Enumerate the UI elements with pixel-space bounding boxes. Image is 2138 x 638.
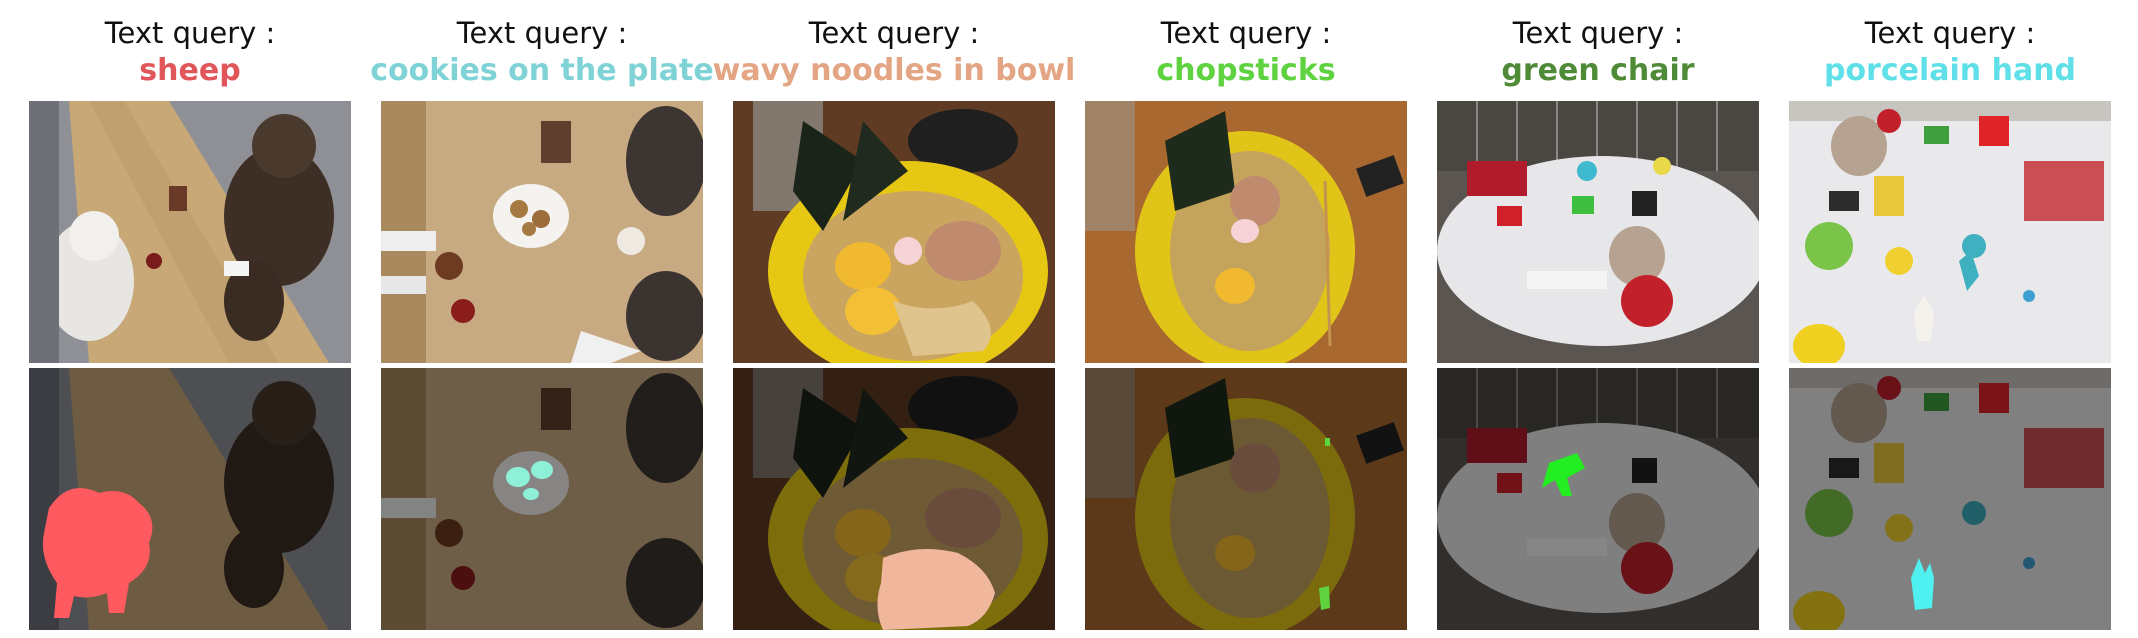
text-query-value: porcelain hand bbox=[1823, 53, 2077, 88]
column-header: Text query : green chair bbox=[1397, 14, 1799, 90]
column-header: Text query : wavy noodles in bowl bbox=[693, 14, 1095, 90]
input-image-noodles bbox=[733, 101, 1055, 363]
output-mask-noodles bbox=[733, 368, 1055, 630]
input-image-green-chair bbox=[1437, 101, 1759, 363]
text-query-label: Text query : bbox=[808, 16, 980, 50]
text-query-label: Text query : bbox=[1160, 16, 1332, 50]
column-header: Text query : chopsticks bbox=[1045, 14, 1447, 90]
input-image-porcelain-hand bbox=[1789, 101, 2111, 363]
column-header: Text query : cookies on the plate bbox=[341, 14, 743, 90]
input-image-chopsticks bbox=[1085, 101, 1407, 363]
input-image-cookies bbox=[381, 101, 703, 363]
output-mask-porcelain-hand bbox=[1789, 368, 2111, 630]
text-query-value: wavy noodles in bowl bbox=[712, 53, 1076, 88]
column-header: Text query : porcelain hand bbox=[1749, 14, 2138, 90]
output-mask-sheep bbox=[29, 368, 351, 630]
output-mask-green-chair bbox=[1437, 368, 1759, 630]
text-query-label: Text query : bbox=[456, 16, 628, 50]
column-header: Text query : sheep bbox=[0, 14, 391, 90]
text-query-label: Text query : bbox=[1512, 16, 1684, 50]
text-query-value: cookies on the plate bbox=[370, 53, 714, 88]
text-query-label: Text query : bbox=[1864, 16, 2036, 50]
text-query-value: green chair bbox=[1501, 53, 1695, 88]
text-query-value: chopsticks bbox=[1156, 53, 1336, 88]
output-mask-cookies bbox=[381, 368, 703, 630]
text-query-label: Text query : bbox=[104, 16, 276, 50]
text-query-value: sheep bbox=[139, 53, 241, 88]
input-image-sheep bbox=[29, 101, 351, 363]
output-mask-chopsticks bbox=[1085, 368, 1407, 630]
